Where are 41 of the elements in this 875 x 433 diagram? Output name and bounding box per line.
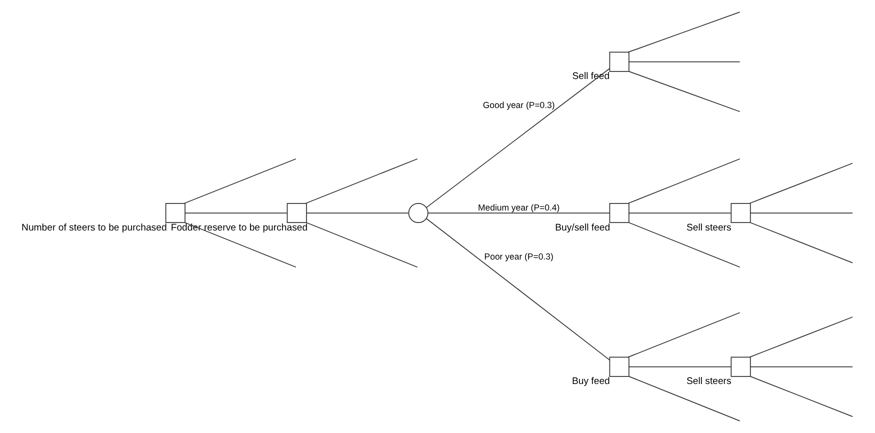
edge-label: Poor year (P=0.3) (484, 251, 553, 262)
connector (627, 312, 740, 358)
node-circle (408, 202, 428, 224)
connector (628, 212, 731, 214)
connector (628, 61, 740, 62)
connector (628, 366, 731, 368)
edge-label: Medium year (P=0.4) (478, 202, 560, 212)
connector (627, 158, 740, 204)
node-box (286, 202, 306, 224)
connector (748, 316, 852, 358)
connector (306, 212, 408, 214)
connector (184, 222, 296, 268)
node-box (608, 202, 629, 224)
node-label: Sell steers (686, 376, 731, 388)
connector (748, 162, 852, 204)
connector (628, 222, 740, 268)
connector (304, 158, 418, 204)
node-label: Number of steers to be purchased (21, 222, 166, 234)
connector (749, 376, 852, 418)
connector (628, 376, 740, 422)
connector (426, 68, 610, 208)
connector (183, 158, 296, 204)
node-box (730, 356, 750, 377)
connector (184, 212, 287, 214)
connector (749, 366, 852, 368)
node-label: Fodder reserve to be purchased (170, 222, 308, 234)
connector (628, 71, 740, 112)
node-label: Sell steers (686, 222, 731, 234)
connector (749, 212, 852, 214)
connector (425, 218, 610, 360)
node-label: Buy/sell feed (554, 222, 610, 234)
connector (749, 222, 852, 264)
connector (627, 12, 740, 53)
node-box (608, 356, 629, 377)
node-box (608, 52, 629, 72)
node-box (164, 202, 185, 224)
connector (306, 222, 418, 268)
node-label: Buy feed (571, 376, 610, 388)
node-box (730, 202, 750, 224)
edge-label: Good year (P=0.3) (482, 100, 554, 110)
connector (427, 212, 610, 214)
